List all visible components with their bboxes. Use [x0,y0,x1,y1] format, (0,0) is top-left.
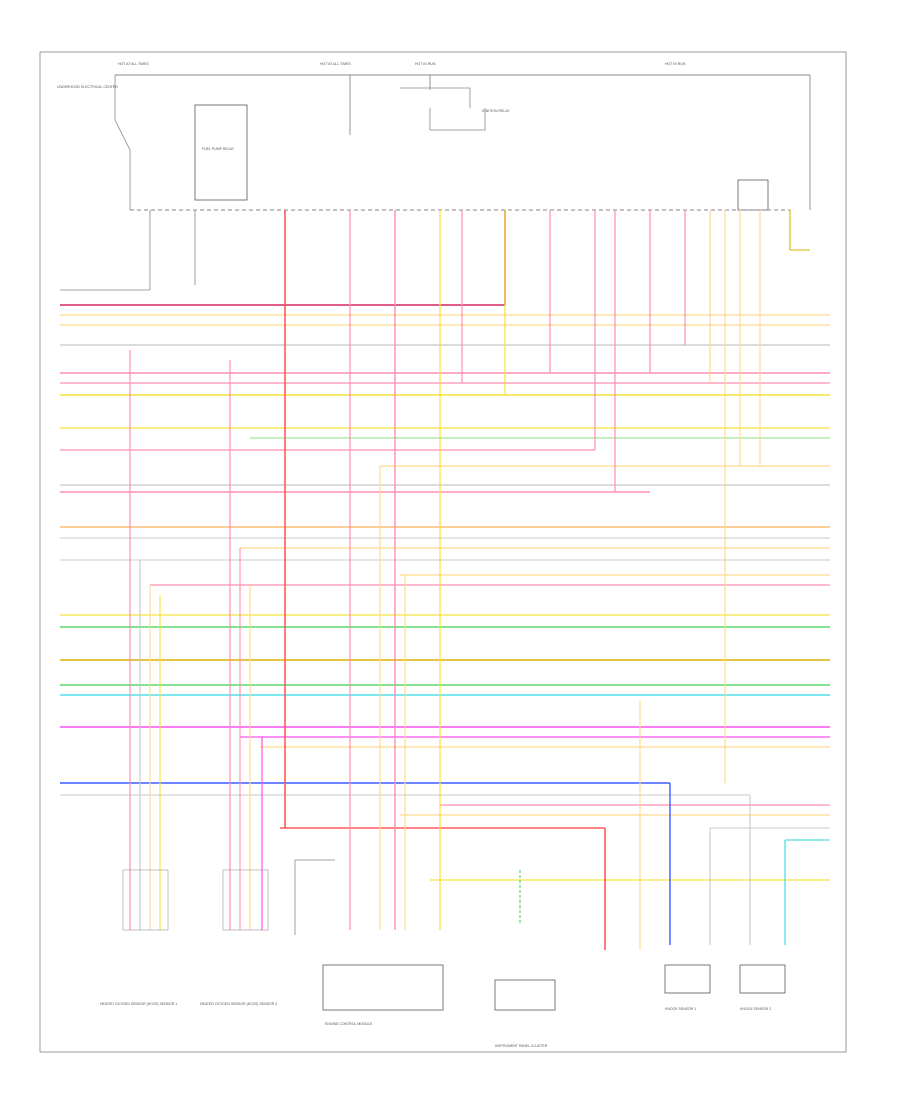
bottom-components: HEATED OXYGEN SENSOR (HO2S) SENSOR 1 HEA… [100,859,786,1048]
fusible-link-icon [114,75,131,210]
bottom-right-1-label: KNOCK SENSOR 1 [665,1007,696,1011]
top-components: FUEL PUMP RELAY IGNITION RELAY UNDERHOOD… [57,75,810,291]
relay-icon [400,87,486,131]
sensor-1-label: HEATED OXYGEN SENSOR (HO2S) SENSOR 1 [100,1002,177,1006]
sensor-2-label: HEATED OXYGEN SENSOR (HO2S) SENSOR 2 [200,1002,277,1006]
knock-sensor-1-box [664,964,711,994]
knock-sensor-2-box [739,964,786,994]
fuse-relay-box [194,104,248,201]
wire-harness [60,210,830,881]
fuse-relay-label: FUEL PUMP RELAY [202,147,235,151]
ground-icon [294,859,335,935]
cluster-box [494,979,556,1011]
diagram-frame [39,51,847,1053]
underhood-label: UNDERHOOD ELECTRICAL CENTER [57,85,118,89]
bottom-right-2-label: KNOCK SENSOR 2 [740,1007,771,1011]
ignition-relay-label: IGNITION RELAY [482,109,510,113]
top-label-1: HOT AT ALL TIMES [118,62,149,66]
vertical-wires [129,210,786,950]
top-label-3: HOT IN RUN [415,62,436,66]
cluster-label: INSTRUMENT PANEL CLUSTER [495,1044,548,1048]
top-label-2: HOT AT ALL TIMES [320,62,351,66]
ecm-box [322,964,444,1011]
top-power-bus: HOT AT ALL TIMES HOT AT ALL TIMES HOT IN… [115,62,811,210]
top-label-4: HOT IN RUN [665,62,686,66]
connector-icon [737,179,769,211]
ecm-label: ENGINE CONTROL MODULE [325,1022,373,1026]
